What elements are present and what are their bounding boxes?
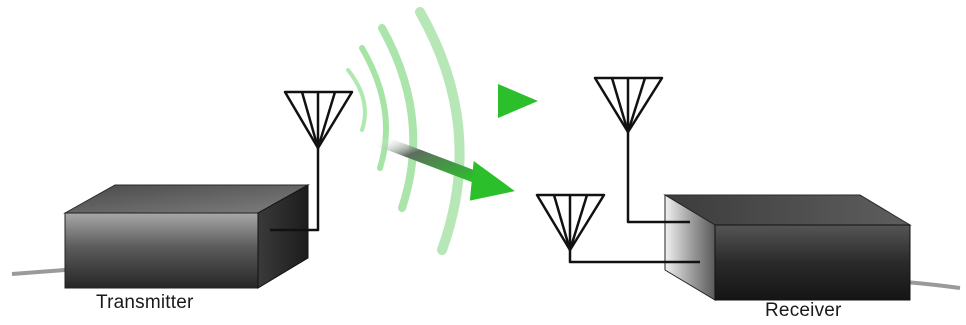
signal-waves [348, 12, 460, 250]
receiver-label: Receiver [765, 300, 842, 322]
receiver [537, 78, 960, 300]
signal-arrow-upper [395, 84, 538, 118]
signal-arrow-lower [378, 140, 515, 201]
transmitter-box-front [65, 213, 258, 288]
transmitter-label: Transmitter [96, 292, 194, 314]
signal-wave-1 [348, 70, 365, 130]
transmitter [12, 92, 352, 288]
receiver-cable [905, 282, 960, 288]
signal-wave-4 [420, 12, 460, 250]
receiver-box-side [715, 225, 910, 300]
transmitter-cable [12, 270, 65, 274]
